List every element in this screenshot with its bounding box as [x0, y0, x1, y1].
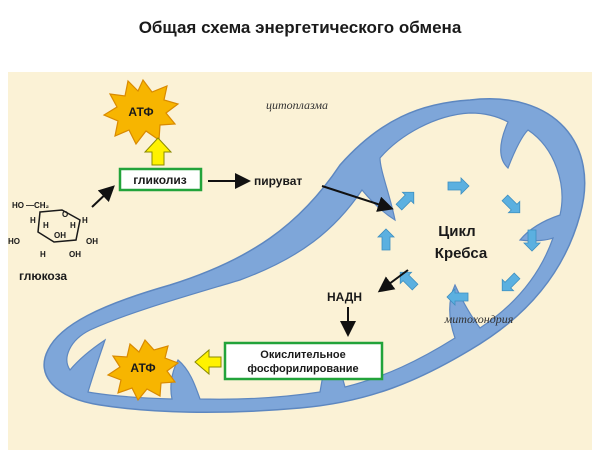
glucose-ho2: HO — [8, 237, 20, 246]
pyruvate-label: пируват — [254, 174, 302, 188]
glucose-ch2: —CH₂ — [26, 201, 50, 210]
glucose-h1: H — [30, 216, 36, 225]
diagram-title: Общая схема энергетического обмена — [138, 18, 462, 37]
glucose-oh3: OH — [69, 250, 81, 259]
arrow-krebs-to-nadh — [377, 269, 409, 293]
krebs-label-line2: Кребса — [435, 245, 488, 262]
glycolysis-label: гликолиз — [133, 173, 187, 187]
glucose-h2: H — [82, 216, 88, 225]
glucose-ring — [37, 209, 81, 243]
glucose-ho: HO — [12, 201, 24, 210]
mitochondria-label: митохондрия — [444, 312, 514, 326]
glucose-h3: H — [43, 221, 49, 230]
arrow-glucose-to-glycolysis — [91, 185, 115, 208]
oxphos-label-line2: фосфорилирование — [247, 363, 358, 375]
mitochondrion-matrix — [66, 112, 563, 400]
krebs-label-line1: Цикл — [438, 223, 475, 240]
yellow-arrow-up — [143, 137, 173, 166]
oxphos-box — [223, 341, 384, 381]
glycolysis-box — [118, 167, 203, 192]
glucose-structure: HO —CH₂ O H H H H HO OH OH H OH — [8, 201, 98, 259]
glucose-ring-o: O — [62, 210, 68, 219]
nadh-label: НАДН — [327, 290, 362, 304]
oxphos-label-line1: Окислительное — [260, 349, 345, 361]
arrow-pyruvate-to-krebs — [321, 185, 394, 212]
cytoplasm-label: цитоплазма — [266, 98, 328, 112]
glucose-oh2: OH — [86, 237, 98, 246]
atp-star-top — [102, 78, 180, 146]
glucose-h4: H — [70, 221, 76, 230]
atp-bottom-label: АТФ — [130, 361, 155, 375]
glucose-oh1: OH — [54, 231, 66, 240]
yellow-arrow-left — [194, 348, 222, 376]
atp-star-bottom — [106, 338, 180, 402]
glucose-h5: H — [40, 250, 46, 259]
glucose-label: глюкоза — [19, 269, 67, 283]
atp-top-label: АТФ — [128, 105, 153, 119]
